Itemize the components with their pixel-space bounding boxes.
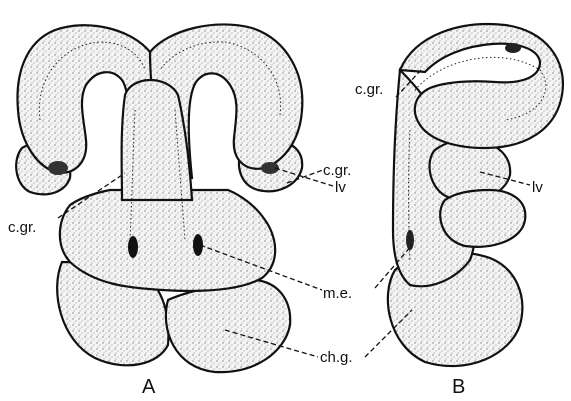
panel-b-lv-lower: [440, 190, 525, 247]
label-me: m.e.: [323, 285, 352, 302]
panel-a-specimen: [16, 24, 302, 372]
label-lv-a: lv: [335, 179, 346, 196]
label-cgr-a-right: c.gr.: [323, 162, 351, 179]
panel-b-hemisphere: [400, 24, 563, 148]
label-chg: ch.g.: [320, 349, 353, 366]
label-lv-b: lv: [532, 179, 543, 196]
panel-a-me-left-spot: [128, 236, 138, 258]
panel-a-central-body: [60, 190, 275, 291]
label-cgr-a-left: c.gr.: [8, 219, 36, 236]
panel-a-chg-right-lobe: [166, 280, 290, 372]
panel-label-a: A: [142, 376, 156, 398]
panel-label-b: B: [452, 376, 465, 398]
label-cgr-b: c.gr.: [355, 81, 383, 98]
